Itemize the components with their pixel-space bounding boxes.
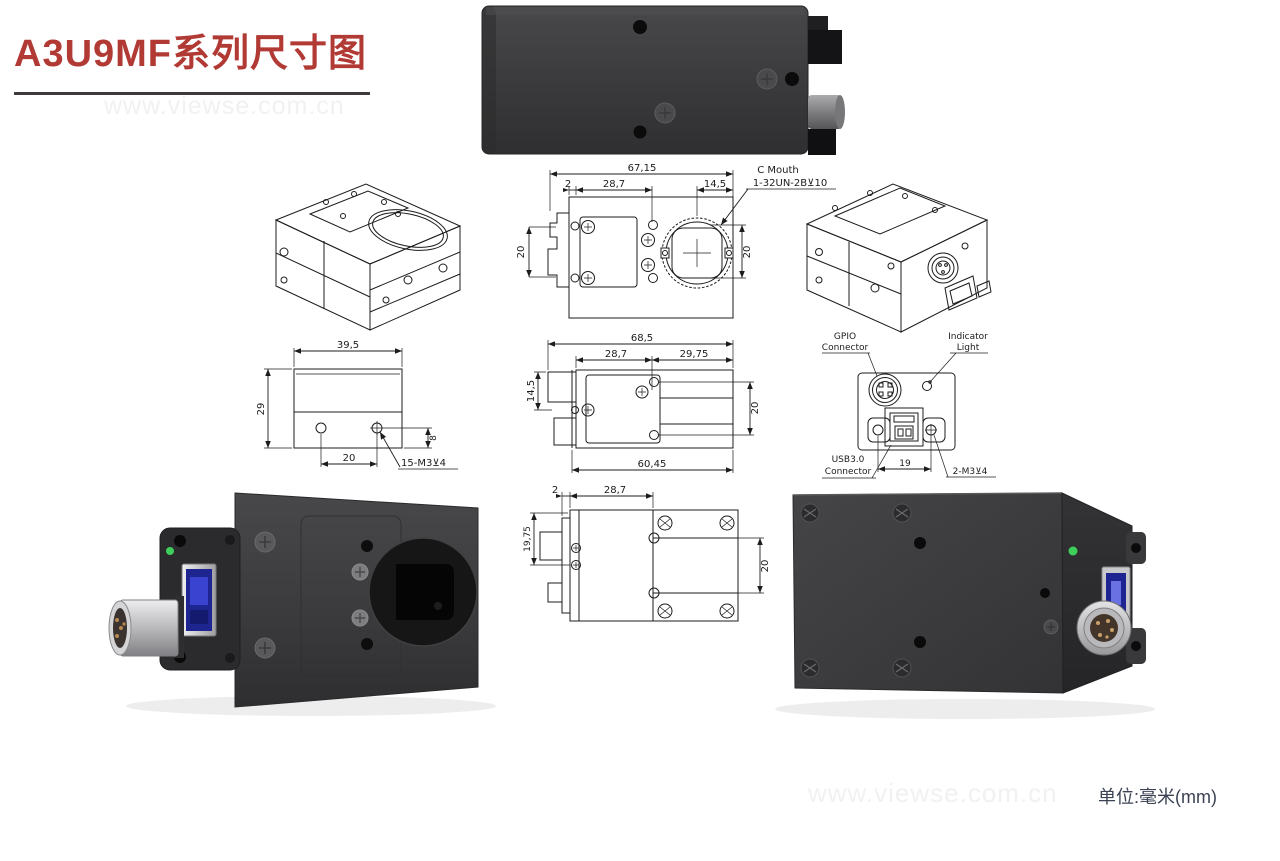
- gpio-label-line1: GPIO: [834, 332, 856, 342]
- dim-side-left-span: 28,7: [605, 349, 627, 360]
- leftside-hole-label: 15-M3⊻4: [401, 458, 446, 469]
- back-view-callouts: GPIO Connector Indicator Light USB3.0 Co…: [822, 332, 996, 479]
- top-view-body: [539, 509, 739, 622]
- front-view-dimensions: 67,15 2 28,7 14,5 20 20: [516, 163, 753, 279]
- title-underline: [14, 92, 370, 95]
- dim-side-right-span: 29,75: [680, 349, 709, 360]
- back-face-details: [1068, 546, 1132, 656]
- dim-top-height: 19,75: [523, 526, 533, 552]
- c-mount-label-line1: C Mouth: [757, 165, 799, 176]
- c-mount-label-line2: 1-32UN-2B⊻10: [753, 178, 827, 189]
- watermark-bottom: www.viewse.com.cn: [808, 778, 1058, 808]
- page-title: A3U9MF系列尺寸图: [14, 33, 368, 75]
- left-side-view-drawing: 39,5 29 20 8 15-M3⊻4: [256, 340, 458, 470]
- dim-leftside-height: 29: [256, 403, 267, 416]
- led-indicator: [1068, 546, 1078, 556]
- usb-label-line1: USB3.0: [832, 455, 865, 465]
- dim-side-total-width: 68,5: [631, 333, 653, 344]
- dim-front-offset: 2: [565, 179, 571, 190]
- gpio-plug: [108, 596, 184, 658]
- top-view-drawing: 2 28,7 19,75 20: [523, 485, 771, 622]
- iso-left-lens: [368, 209, 448, 251]
- iso-right-box: [805, 183, 989, 333]
- iso-left-box: [274, 183, 462, 331]
- led-indicator: [166, 547, 174, 555]
- camera-body-top: [481, 5, 809, 155]
- dim-front-left-span: 28,7: [603, 179, 625, 190]
- dim-side-hole-span: 20: [750, 402, 761, 415]
- dim-side-bottom-width: 60,45: [638, 459, 667, 470]
- camera-body-back-right: [792, 492, 1146, 694]
- shadow: [126, 696, 496, 716]
- back-hole-label: 2-M3⊻4: [953, 467, 988, 477]
- unit-label: 单位:毫米(mm): [1098, 787, 1217, 807]
- shadow: [775, 699, 1155, 719]
- side-face-details: [800, 503, 1059, 678]
- front-view-lens: [660, 217, 734, 289]
- dim-front-total-width: 67,15: [628, 163, 657, 174]
- connectors-top-edge: [808, 16, 845, 155]
- screw-holes-top: [633, 20, 799, 139]
- left-side-body: [293, 368, 403, 449]
- dim-front-height-left: 20: [516, 246, 527, 259]
- usb-label-line2: Connector: [825, 467, 872, 477]
- dim-leftside-hole-span: 20: [343, 453, 356, 464]
- dim-front-lens-offset: 14,5: [704, 179, 726, 190]
- side-view-dimensions: 68,5 28,7 29,75 14,5 20 60,45: [526, 333, 761, 473]
- left-side-dimensions: 39,5 29 20 8 15-M3⊻4: [256, 340, 458, 470]
- isometric-drawing-left: [274, 183, 462, 331]
- indicator-label-line1: Indicator: [948, 332, 988, 342]
- photo-render-top: [481, 5, 845, 155]
- iso-right-connectors: [927, 242, 992, 311]
- lens-opening: [368, 537, 478, 647]
- rear-panel-details: [108, 535, 235, 663]
- watermark-top: www.viewse.com.cn: [104, 92, 345, 120]
- back-view-body: [857, 372, 956, 451]
- iso-right-screws: [815, 190, 938, 293]
- gpio-label-line2: Connector: [822, 343, 869, 353]
- top-view-dimensions: 2 28,7 19,75 20: [523, 485, 771, 594]
- iso-left-screws: [279, 191, 448, 304]
- dim-side-step-height: 14,5: [526, 380, 537, 402]
- c-mount-callout: C Mouth 1-32UN-2B⊻10: [720, 165, 836, 226]
- dim-back-hole-span: 19: [899, 459, 911, 469]
- side-view-drawing: 68,5 28,7 29,75 14,5 20 60,45: [526, 333, 761, 473]
- photo-render-front-left: [108, 492, 496, 716]
- dim-top-span: 28,7: [604, 485, 626, 496]
- photo-render-back-right: [775, 492, 1155, 719]
- side-view-body: [547, 369, 734, 449]
- top-view-corner-screws: [657, 515, 735, 619]
- isometric-drawing-right: [805, 183, 992, 333]
- indicator-label-line2: Light: [957, 343, 980, 353]
- gpio-socket: [1076, 600, 1132, 656]
- dim-front-height-right: 20: [742, 246, 753, 259]
- dim-leftside-edge-offset: 8: [429, 435, 439, 441]
- back-view-drawing: GPIO Connector Indicator Light USB3.0 Co…: [822, 332, 996, 479]
- front-view-body: [547, 196, 734, 319]
- front-face-details: [254, 531, 478, 659]
- front-view-drawing: 67,15 2 28,7 14,5 20 20 C Mouth 1-32UN-2…: [516, 163, 836, 319]
- dim-top-offset: 2: [552, 485, 558, 496]
- dim-top-hole-span: 20: [760, 560, 771, 573]
- dim-leftside-width: 39,5: [337, 340, 359, 351]
